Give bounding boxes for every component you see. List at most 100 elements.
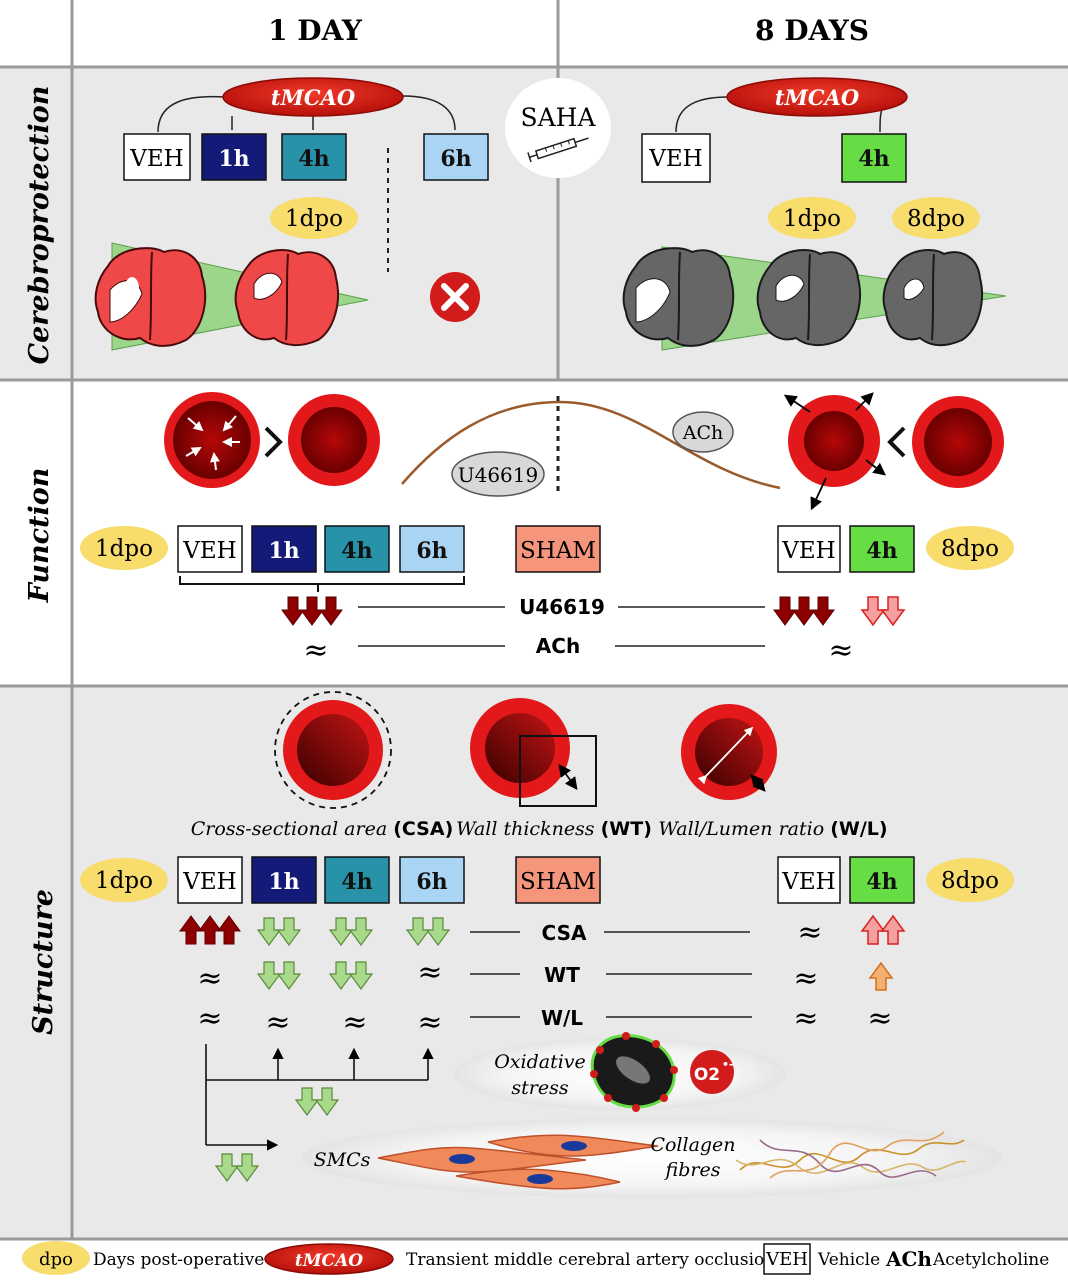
u46619-bubble-label: U46619 — [458, 463, 538, 487]
treatment-box-veh-cerebro-8d: VEH — [641, 133, 711, 183]
sham-label: SHAM — [520, 869, 596, 895]
row-label-structure: Structure — [28, 889, 59, 1035]
legend-tmcao-badge-label: tMCAO — [295, 1251, 363, 1271]
h4-label: 4h — [866, 869, 897, 895]
wt-caption-italic: Wall thickness — [456, 818, 601, 840]
legend-ach-text: Acetylcholine — [932, 1250, 1049, 1270]
treatment-box-6h-structure: 6h — [399, 856, 465, 904]
vessel-normal-icon-left — [288, 394, 380, 486]
dpo-label: 1dpo — [285, 206, 343, 232]
dpo-badge-1dpo-cerebro-8d: 1dpo — [768, 197, 856, 239]
veh-label: VEH — [781, 538, 835, 564]
treatment-box-veh-function: VEH — [177, 525, 243, 573]
legend-ach-badge: ACh — [885, 1247, 932, 1271]
veh-label: VEH — [182, 538, 236, 564]
treatment-box-veh-cerebro: VEH — [123, 133, 191, 181]
smcs-label: SMCs — [314, 1149, 371, 1171]
treatment-box-veh-structure: VEH — [177, 856, 243, 904]
brain-slice-4h-8d — [756, 249, 861, 346]
group-bracket — [179, 576, 465, 592]
treatment-box-veh-function-8d: VEH — [777, 525, 841, 573]
dpo-badge-8dpo-function: 8dpo — [926, 526, 1014, 570]
h1-label: 1h — [268, 538, 299, 564]
treatment-box-4h-cerebro: 4h — [281, 133, 347, 181]
treatment-box-4h-function: 4h — [324, 525, 390, 573]
csa-row-label: CSA — [542, 921, 587, 945]
treatment-box-4h-structure-8d: 4h — [849, 856, 915, 904]
wt-vessel-icon — [470, 698, 597, 807]
dose-response-curve — [401, 400, 781, 490]
dpo-badge-8dpo-cerebro: 8dpo — [892, 197, 980, 239]
collagen-label-1: Collagen — [650, 1134, 735, 1156]
vessel-constricted-icon — [164, 392, 260, 488]
wl-vessel-icon — [681, 704, 777, 800]
dpo-label: 8dpo — [941, 536, 999, 562]
legend-veh-badge-label: VEH — [765, 1249, 808, 1270]
o2-label: O2 — [694, 1065, 720, 1085]
ach-bubble: ACh — [672, 411, 734, 453]
damaged-cell-icon — [590, 1032, 678, 1112]
h6-label: 6h — [416, 869, 447, 895]
veh-label: VEH — [781, 869, 835, 895]
row-label-cerebroprotection: Cerebroprotection — [24, 86, 55, 365]
treatment-box-1h-cerebro: 1h — [201, 133, 267, 181]
tmcao-label-left: tMCAO — [271, 85, 356, 110]
h6-label: 6h — [416, 538, 447, 564]
dpo-label: 1dpo — [783, 206, 841, 232]
up-arrow-orange-wt — [868, 961, 894, 991]
approx-ach-left: ≈ — [303, 633, 328, 668]
down-arrows-dark-right — [773, 596, 835, 626]
h4-label: 4h — [341, 869, 372, 895]
treatment-box-4h-function-8d: 4h — [849, 525, 915, 573]
treatment-box-sham-function: SHAM — [515, 525, 601, 573]
sham-label: SHAM — [520, 538, 596, 564]
smc-nuclei — [449, 1141, 587, 1184]
dpo-badge-8dpo-structure: 8dpo — [926, 858, 1014, 902]
dpo-label: 1dpo — [95, 868, 153, 894]
down-arrows-green-wt — [256, 961, 374, 991]
x-circle-icon — [430, 272, 480, 322]
less-than-icon — [887, 426, 906, 458]
h4-label: 4h — [858, 146, 889, 172]
wt-caption-bold: (WT) — [601, 818, 652, 840]
wl-caption: Wall/Lumen ratio (W/L) — [658, 818, 887, 840]
veh-label: VEH — [182, 869, 236, 895]
approx-wl-4h: ≈ — [342, 1005, 367, 1040]
tmcao-ellipse-left: tMCAO — [222, 77, 404, 117]
wt-caption: Wall thickness (WT) — [456, 818, 652, 840]
ach-bubble-label: ACh — [682, 422, 724, 444]
dpo-label: 8dpo — [907, 206, 965, 232]
approx-wl-1h: ≈ — [265, 1005, 290, 1040]
approx-wt-veh: ≈ — [197, 961, 222, 996]
treatment-box-1h-structure: 1h — [251, 856, 317, 904]
up-arrows-light-red-csa — [860, 914, 906, 945]
collagen-label-2: fibres — [664, 1159, 721, 1181]
legend-veh-text: Vehicle — [817, 1250, 880, 1270]
down-arrows-green-smcs — [214, 1153, 260, 1183]
legend-dpo-badge — [22, 1241, 90, 1275]
treatment-box-4h-cerebro-8d: 4h — [841, 133, 907, 183]
legend-dpo-badge-label: dpo — [39, 1249, 73, 1270]
legend-veh-badge — [763, 1243, 811, 1275]
treatment-box-6h-cerebro: 6h — [423, 133, 489, 181]
approx-csa-veh8: ≈ — [797, 915, 822, 950]
h6-label: 6h — [440, 146, 471, 172]
veh-label: VEH — [129, 146, 183, 172]
collagen-fibres-icon — [735, 1131, 967, 1179]
superoxide-mark: •- — [722, 1058, 734, 1071]
cerebro-left-connectors — [157, 95, 456, 133]
brain-slice-1h — [234, 249, 339, 346]
down-arrows-dark-left — [281, 596, 343, 626]
tmcao-ellipse-right: tMCAO — [726, 77, 908, 117]
header-1-day: 1 DAY — [268, 14, 363, 47]
treatment-box-sham-structure: SHAM — [515, 856, 601, 904]
mechanism-connectors — [205, 1044, 434, 1151]
dpo-badge-1dpo-cerebro: 1dpo — [270, 197, 358, 239]
approx-wt-6h: ≈ — [417, 955, 442, 990]
up-arrows-dark-veh — [179, 915, 241, 945]
grid-lines — [0, 0, 1068, 1241]
legend: dpo Days post-operative tMCAO Transient … — [22, 1241, 1049, 1275]
veh-label: VEH — [648, 146, 702, 172]
wl-caption-italic: Wall/Lumen ratio — [658, 818, 830, 840]
